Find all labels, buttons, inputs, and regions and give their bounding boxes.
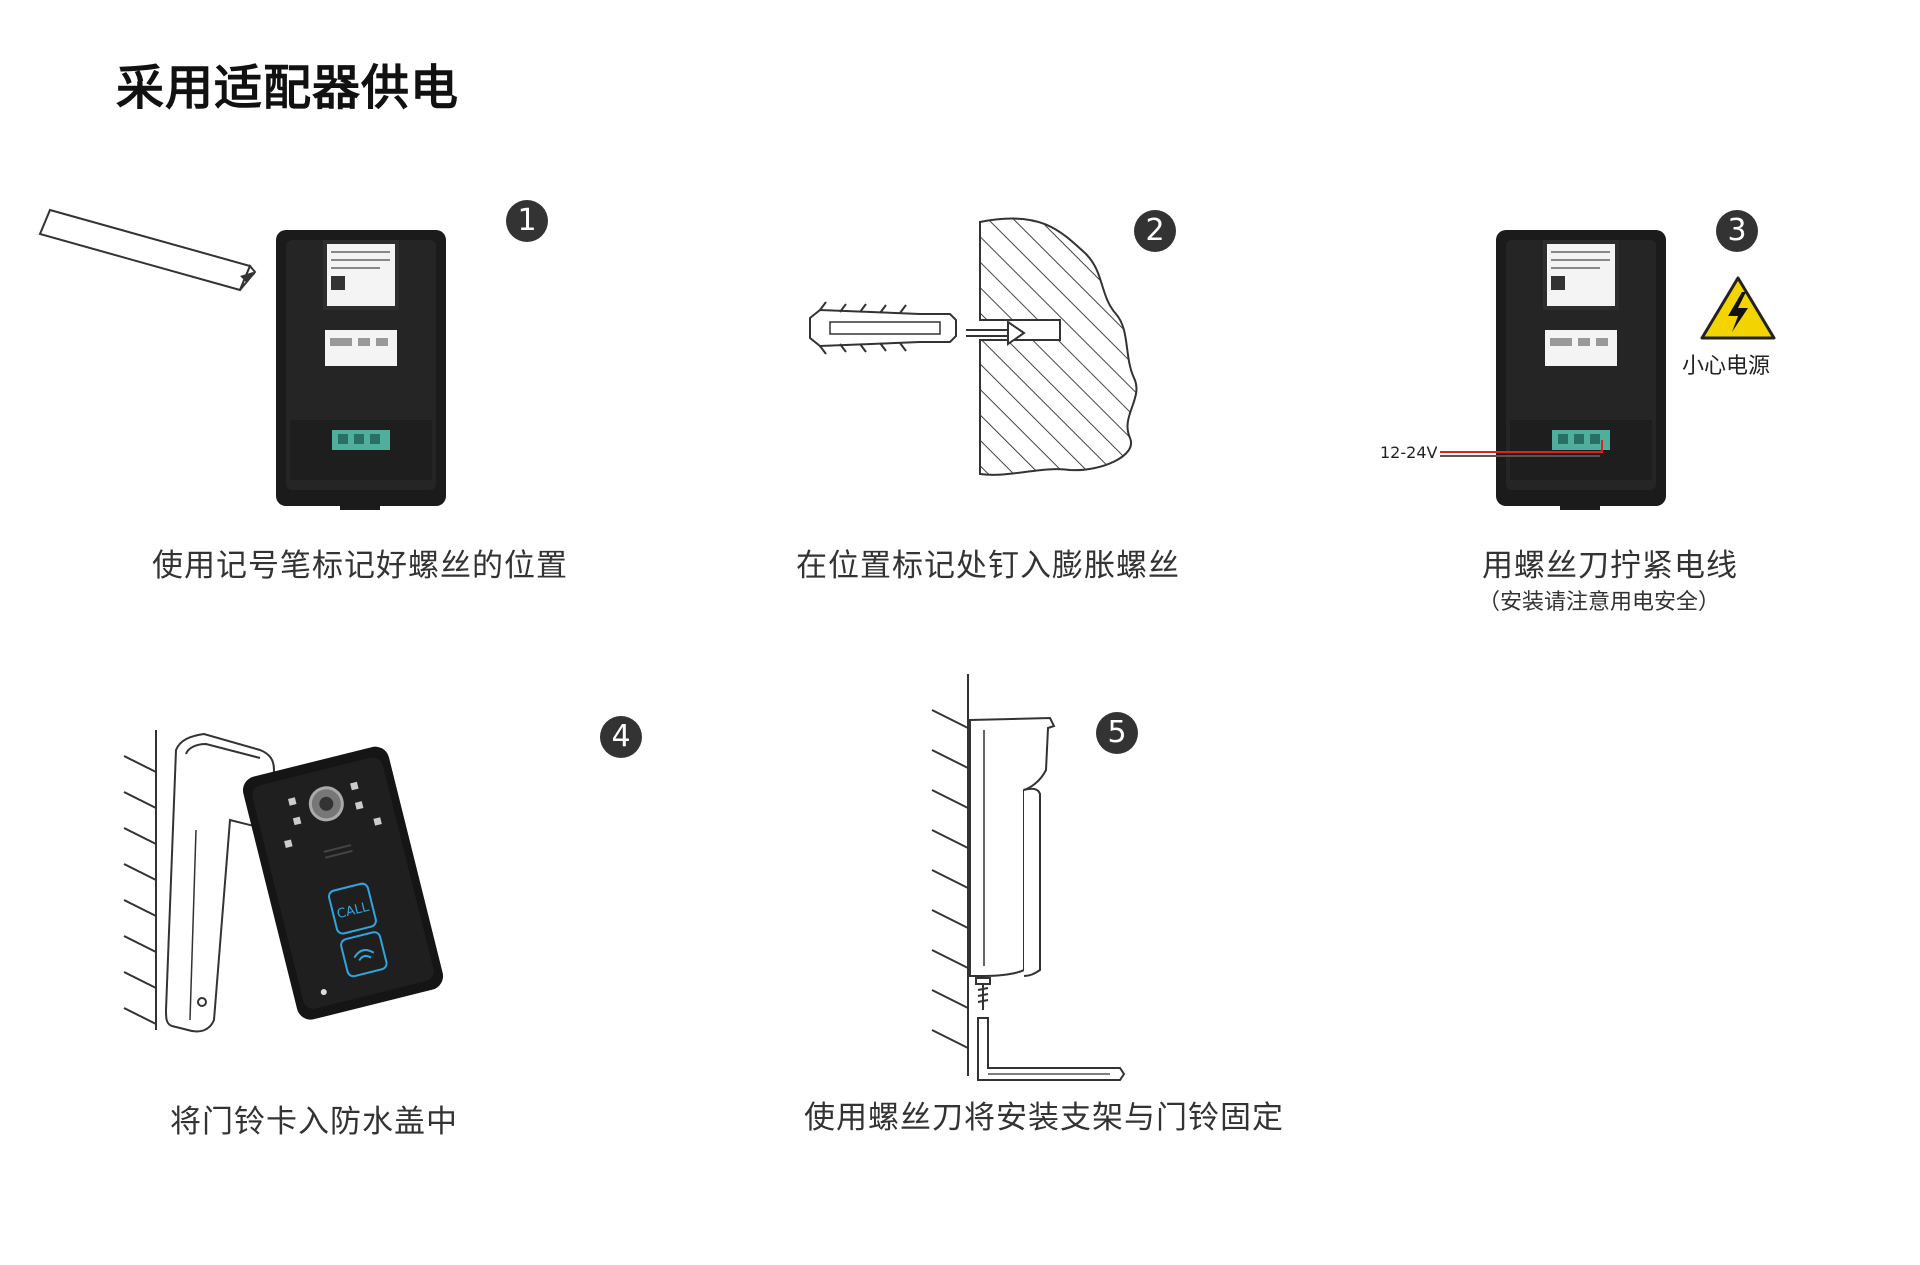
doorbell-back-panel (1496, 230, 1666, 510)
doorbell-back-panel (276, 230, 446, 510)
step-badge-2: 2 (1134, 210, 1176, 252)
step-badge-3: 3 (1716, 210, 1758, 252)
step2-caption: 在位置标记处钉入膨胀螺丝 (796, 548, 1180, 584)
step4-illustration: CALL (123, 730, 444, 1033)
expansion-anchor-icon (809, 301, 957, 355)
screw-icon (975, 977, 991, 1010)
step1-caption: 使用记号笔标记好螺丝的位置 (152, 548, 568, 584)
step5-illustration (931, 674, 1126, 1081)
step5-caption: 使用螺丝刀将安装支架与门铃固定 (804, 1100, 1284, 1136)
waterproof-cover (164, 732, 276, 1033)
step3-illustration (1440, 230, 1776, 510)
step1-illustration (38, 208, 446, 510)
screwdriver-icon (977, 1017, 1126, 1081)
voltage-label: 12-24V (1380, 443, 1438, 462)
doorbell-front: CALL (242, 746, 444, 1020)
marker-pen-icon (38, 208, 257, 292)
step3-subcaption: （安装请注意用电安全） (1478, 590, 1721, 615)
insert-arrow-icon (966, 320, 1026, 346)
step2-illustration (809, 217, 1138, 476)
step-badge-1: 1 (506, 200, 548, 242)
page-title: 采用适配器供电 (116, 60, 460, 116)
warning-label: 小心电源 (1682, 354, 1771, 379)
electric-warning-icon (1700, 276, 1776, 340)
step3-caption: 用螺丝刀拧紧电线 (1482, 548, 1738, 584)
mounting-bracket (969, 716, 1056, 977)
step-badge-5: 5 (1096, 712, 1138, 754)
power-wire (1440, 440, 1603, 453)
wall-section (979, 217, 1138, 476)
step-badge-4: 4 (600, 716, 642, 758)
step4-caption: 将门铃卡入防水盖中 (170, 1104, 458, 1140)
wall-icon (123, 730, 157, 1030)
wall-icon (931, 674, 969, 1076)
